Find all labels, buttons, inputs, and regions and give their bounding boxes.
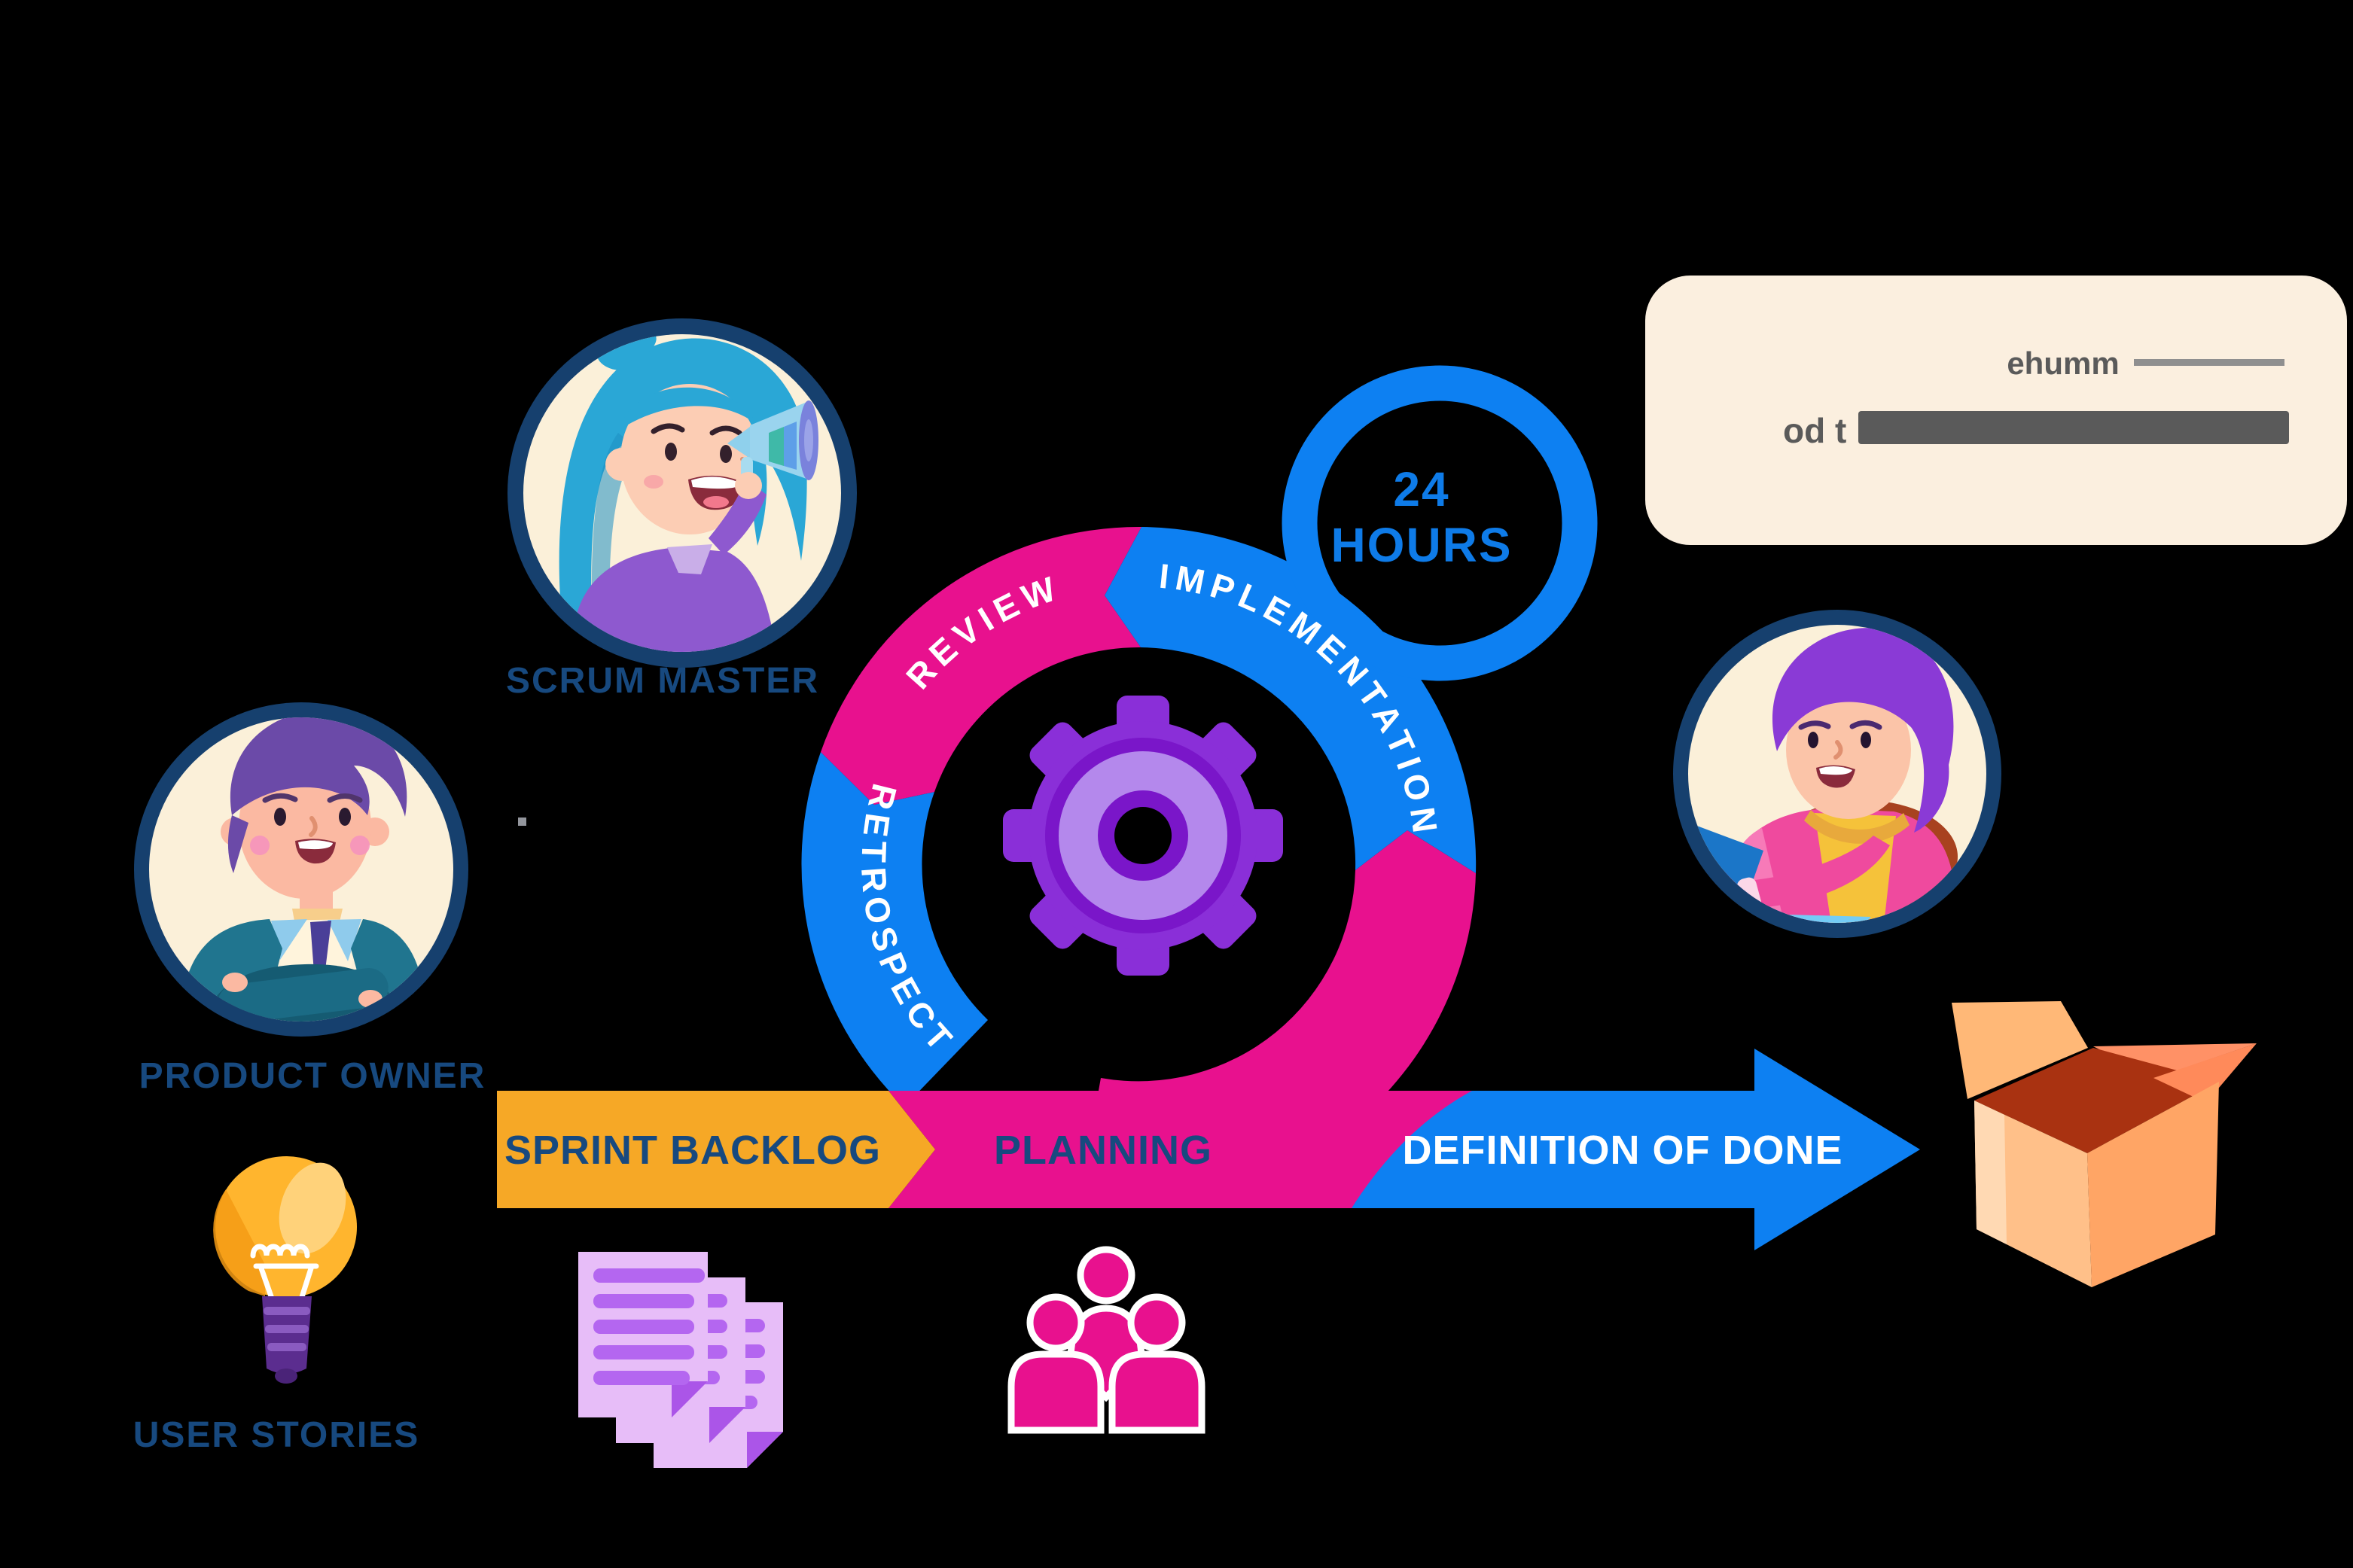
scrum-master-illustration (559, 334, 818, 652)
hours-badge-line2: HOURS (1330, 518, 1512, 572)
planning-label: PLANNING (994, 1128, 1212, 1173)
speech-redaction-bar (1858, 411, 2289, 444)
cycle-segment-implementation (1105, 527, 1477, 873)
stray-dot (518, 817, 526, 826)
sprint-backlog-shape (497, 1091, 935, 1208)
speech-bubble-shape (1645, 276, 2347, 545)
scrum-master-label: SCRUM MASTER (506, 661, 819, 701)
planning-band (888, 1091, 1472, 1208)
avatar-scrum-master (507, 318, 857, 668)
crossed-arms (218, 968, 389, 1021)
gear-icon (1003, 696, 1283, 976)
box-flap-inner (2153, 1043, 2257, 1103)
box-flap-left (1952, 1001, 2088, 1099)
documents-icon (578, 1252, 783, 1468)
box-interior (1974, 1048, 2219, 1153)
box-flap-right (2093, 1043, 2257, 1078)
team-member-left (1007, 1293, 1105, 1434)
sprint-backlog-arrow (497, 1091, 935, 1208)
cycle-segment-review (821, 526, 1141, 805)
cycle-segment-retrospect (801, 752, 988, 1107)
planning-band-shape (888, 1091, 1472, 1208)
box-face-highlight (1974, 1101, 2007, 1244)
avatar-product-owner (134, 702, 468, 1037)
definition-of-done-label: DEFINITION OF DONE (1403, 1128, 1843, 1173)
team-icon (1007, 1246, 1205, 1434)
speech-bubble-line2: od t (1783, 411, 1846, 450)
sweater (572, 547, 776, 652)
team-member-right (1108, 1293, 1205, 1434)
document-page-front (578, 1252, 708, 1417)
lightbulb-icon (213, 1156, 357, 1384)
megaphone-icon (727, 400, 818, 489)
bulb-base (262, 1296, 312, 1374)
daily-scrum-loop (1282, 365, 1598, 681)
box-face-right (2087, 1082, 2219, 1287)
user-stories-label: USER STORIES (133, 1415, 420, 1455)
speech-redaction-small (2134, 359, 2284, 366)
box-icon (1952, 1001, 2257, 1287)
hours-badge-line1: 24 (1393, 462, 1449, 516)
avatar-developer (1673, 610, 2001, 938)
sprint-backlog-label: SPRINT BACKLOG (504, 1128, 881, 1173)
product-owner-label: PRODUCT OWNER (139, 1056, 486, 1096)
speech-bubble: ehumm od t (1645, 276, 2347, 545)
speech-bubble-line1: ehumm (2007, 346, 2119, 381)
